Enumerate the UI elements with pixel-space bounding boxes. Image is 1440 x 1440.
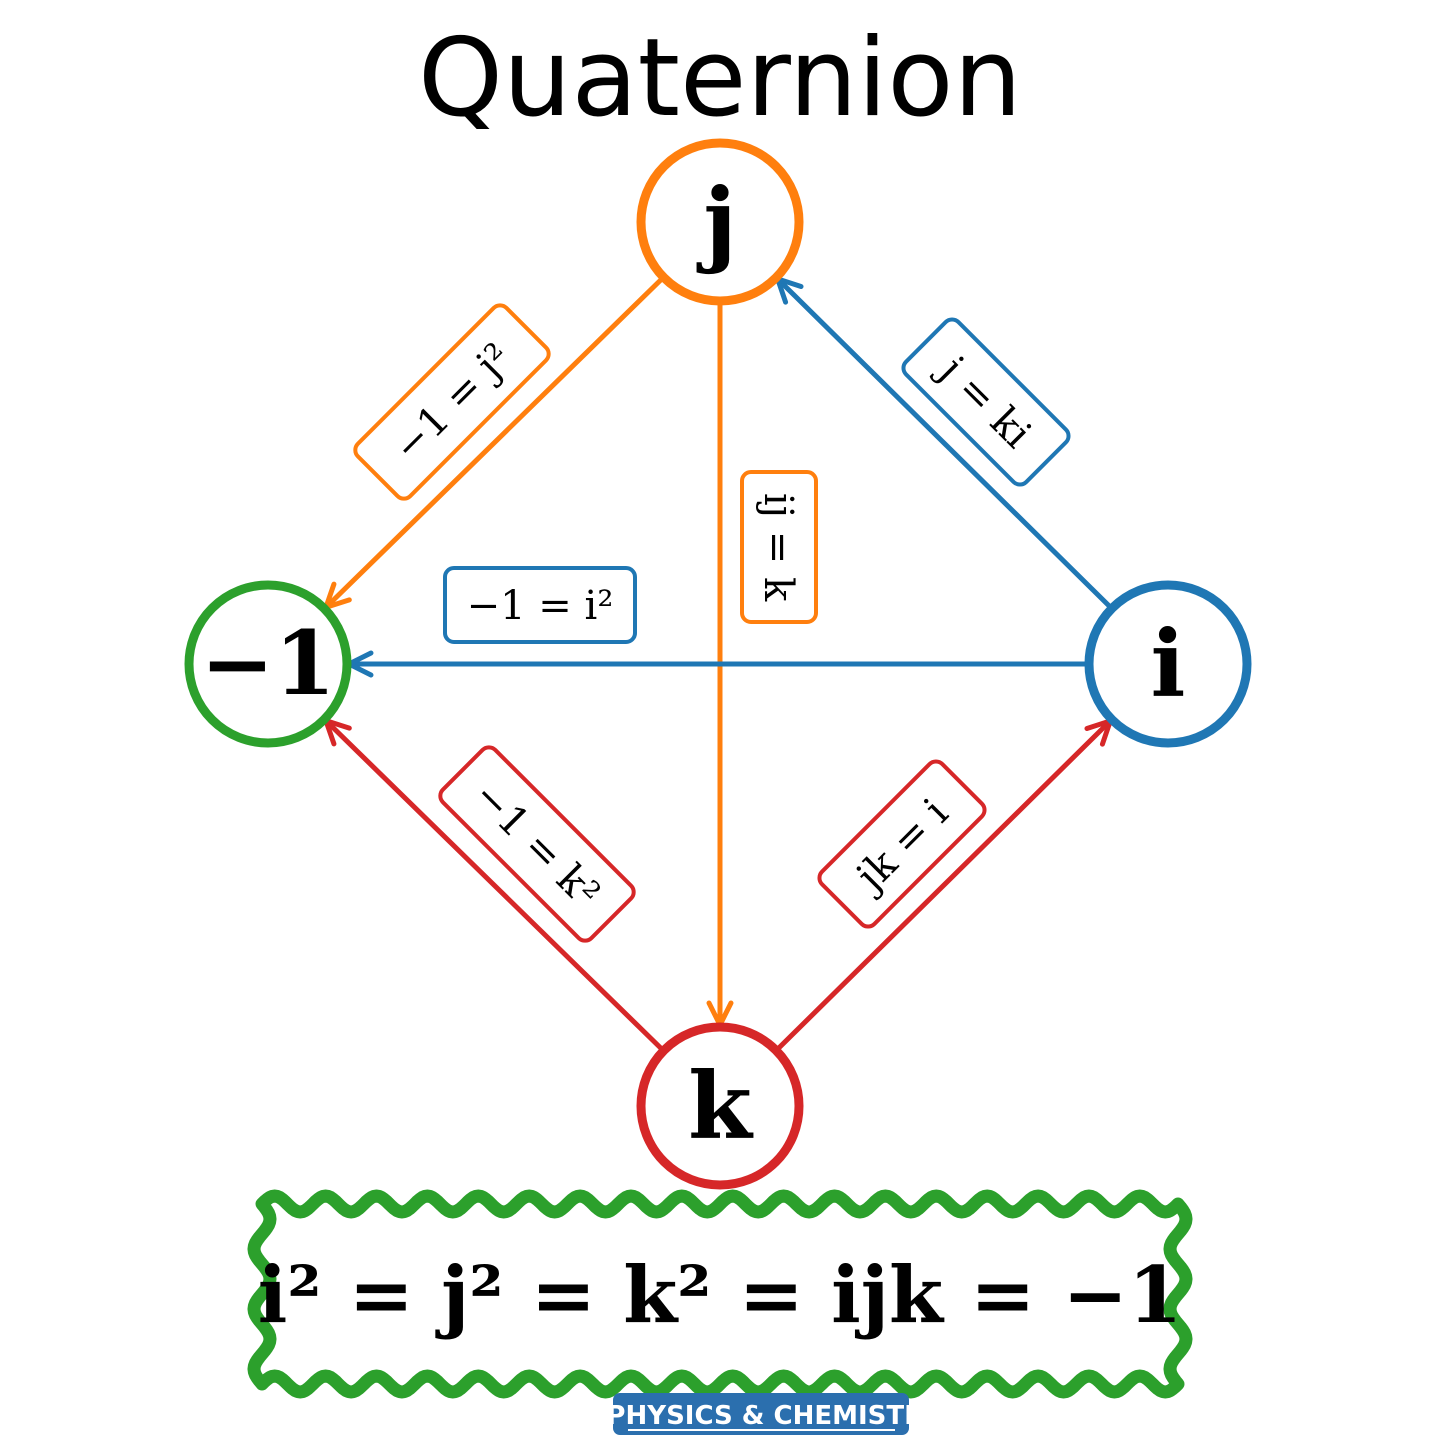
edge-line [323, 718, 667, 1054]
node-circle [184, 580, 352, 748]
node-circle [636, 1022, 804, 1190]
node-i: i [1084, 580, 1252, 748]
node-circle [636, 138, 804, 306]
nodes-layer: j −1 i k [184, 138, 1252, 1190]
edge-label-box [817, 759, 987, 929]
watermark-text: @PHYSICS & CHEMISTRY [580, 1401, 942, 1431]
node-neg1: −1 [184, 580, 352, 748]
edge-line [323, 274, 667, 610]
node-j: j [636, 138, 804, 306]
edge-label-text: −1 = i² [467, 583, 614, 629]
edge-label-j-to-neg1: −1 = j² [353, 303, 551, 501]
identity-wavy-border [247, 1189, 1193, 1399]
edge-line [775, 276, 1115, 612]
edge-label-box [353, 303, 551, 501]
edge-line [773, 718, 1113, 1054]
node-k: k [636, 1022, 804, 1190]
watermark-badge: @PHYSICS & CHEMISTRY [580, 1393, 943, 1435]
edge-label-box [443, 566, 637, 644]
diagram-title: Quaternion [418, 16, 1022, 141]
node-label: −1 [201, 611, 336, 715]
edge-label-box [901, 317, 1071, 487]
edge-label-box [740, 470, 818, 624]
edge-label-k-to-neg1: −1 = k² [438, 745, 636, 943]
node-circle [1084, 580, 1252, 748]
edge-label-j-to-k: ij = k [740, 470, 818, 624]
edge-label-text: ij = k [755, 493, 801, 602]
edge-label-k-to-i: jk = i [817, 759, 987, 929]
edge-label-i-to-j: j = ki [901, 317, 1071, 487]
edge-label-box [438, 745, 636, 943]
node-label: j [696, 168, 736, 276]
node-label: i [1151, 610, 1186, 718]
edges-layer [321, 274, 1115, 1054]
watermark-background [613, 1393, 909, 1435]
identity-equation: i² = j² = k² = ijk = −1 [258, 1250, 1183, 1341]
edge-label-i-to-neg1: −1 = i² [443, 566, 637, 644]
node-label: k [688, 1052, 754, 1160]
